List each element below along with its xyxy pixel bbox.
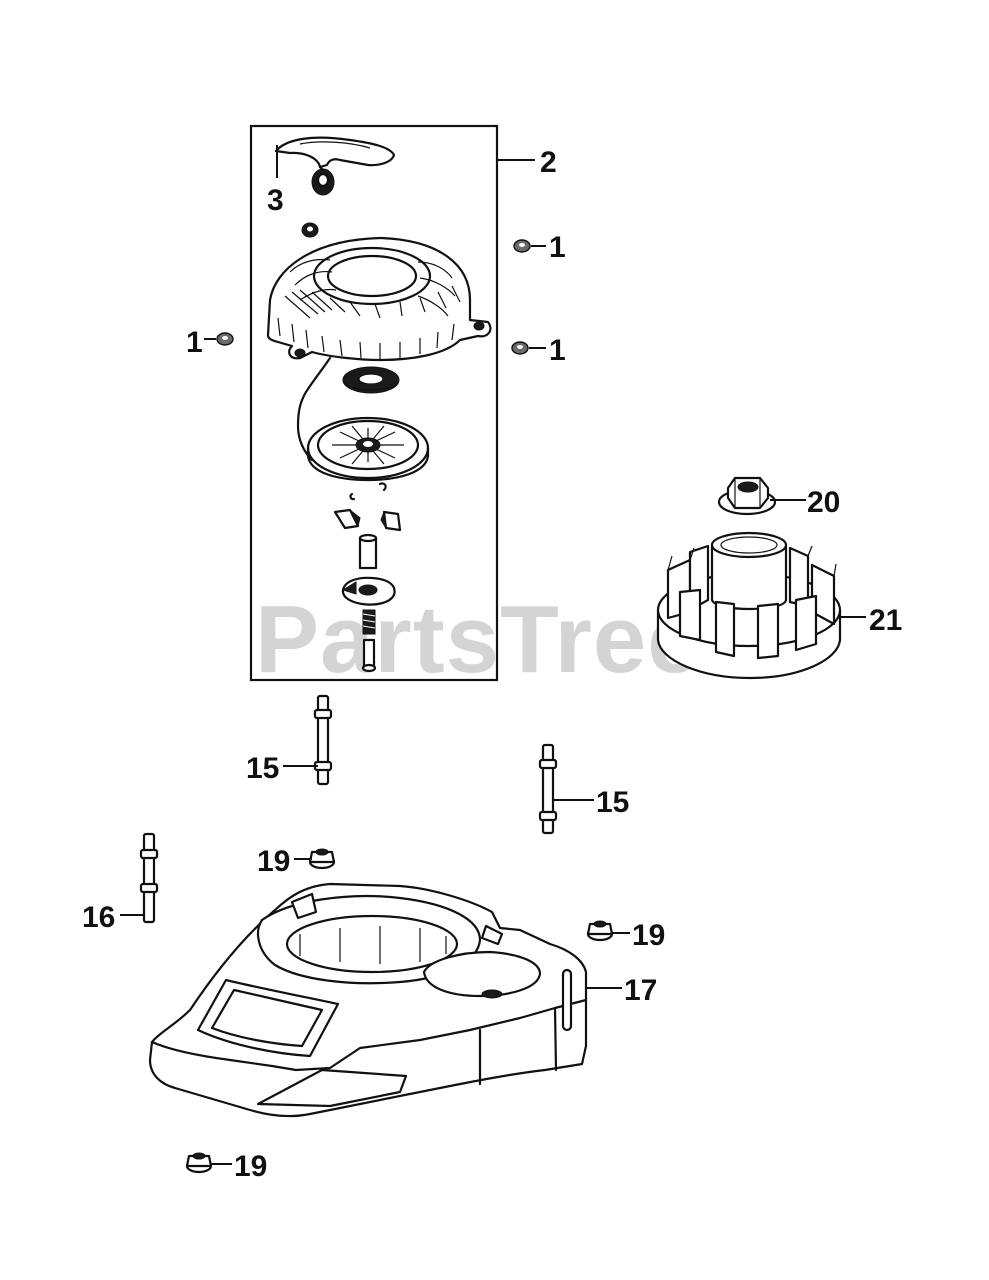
callout-19-top[interactable]: 19: [257, 845, 290, 878]
stud-15-left[interactable]: [313, 694, 333, 786]
callout-21[interactable]: 21: [869, 604, 902, 637]
callout-16[interactable]: 16: [82, 901, 115, 934]
center-screw: [361, 638, 377, 673]
starter-handle[interactable]: [274, 136, 396, 196]
stud-15-right[interactable]: [538, 743, 558, 835]
callout-15-left[interactable]: 15: [246, 752, 279, 785]
nut-1-top-right: [513, 239, 531, 253]
callout-1-right[interactable]: 1: [549, 334, 566, 367]
callout-19-bottom[interactable]: 19: [234, 1150, 267, 1183]
nut-1-left: [216, 332, 234, 346]
recoil-spring: [342, 366, 400, 394]
pawl-left: [333, 508, 361, 530]
pawl-spring-right: [378, 482, 387, 492]
starter-housing[interactable]: [266, 236, 492, 362]
pawl-right: [380, 510, 402, 532]
plate-spring: [362, 609, 376, 635]
callout-2[interactable]: 2: [540, 146, 557, 179]
friction-plate: [341, 576, 396, 606]
leader-lines: [120, 145, 866, 1165]
watermark: PartsTree: [255, 586, 702, 693]
callout-20[interactable]: 20: [807, 486, 840, 519]
callout-1-top-right[interactable]: 1: [549, 231, 566, 264]
starter-assembly-box: [249, 124, 499, 682]
stud-16[interactable]: [139, 832, 159, 924]
nut-19-right: [586, 920, 614, 942]
callout-19-right[interactable]: 19: [632, 919, 665, 952]
blower-housing[interactable]: [148, 882, 588, 1118]
rope-knot: [301, 222, 319, 238]
nut-1-right: [511, 341, 529, 355]
center-pin: [358, 533, 378, 570]
flange-nut[interactable]: [717, 476, 777, 516]
nut-19-top: [308, 848, 336, 870]
pawl-spring-left: [349, 492, 356, 501]
callout-3[interactable]: 3: [267, 184, 284, 217]
flywheel-fan[interactable]: [656, 531, 842, 680]
callout-1-left[interactable]: 1: [186, 326, 203, 359]
nut-19-bottom: [185, 1152, 213, 1174]
starter-rope: [296, 356, 332, 462]
callout-17[interactable]: 17: [624, 974, 657, 1007]
starter-pulley[interactable]: [306, 416, 430, 482]
callout-15-right[interactable]: 15: [596, 786, 629, 819]
